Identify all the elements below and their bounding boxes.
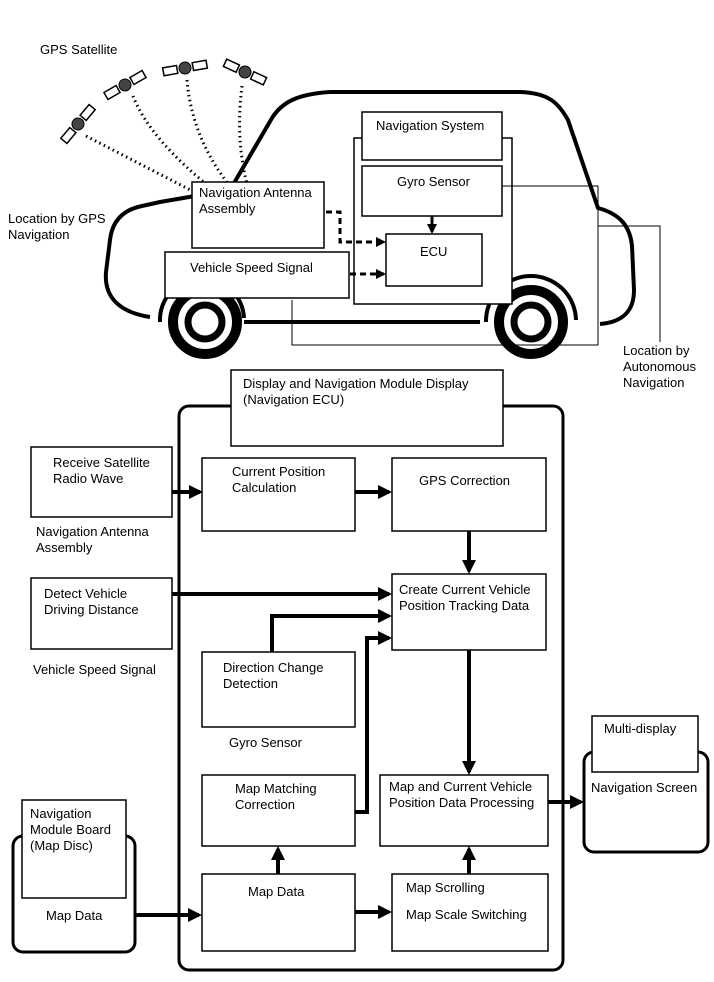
location-gps-label: Location by GPS Navigation bbox=[8, 211, 106, 242]
antenna-caption: Navigation Antenna Assembly bbox=[36, 524, 149, 555]
ecu-label: ECU bbox=[420, 244, 448, 259]
create-tracking-label: Create Current Vehicle Position Tracking… bbox=[399, 582, 531, 613]
navigation-antenna-box bbox=[191, 181, 325, 249]
ecu-box bbox=[385, 233, 483, 287]
gps-correction-label: GPS Correction bbox=[419, 473, 511, 488]
satellite-icon bbox=[59, 103, 97, 145]
map-matching-label: Map Matching Correction bbox=[235, 781, 317, 812]
navigation-screen-label: Navigation Screen bbox=[591, 780, 698, 795]
map-processing-box bbox=[379, 774, 549, 847]
gyro-sensor-box bbox=[361, 165, 503, 217]
map-scale-label: Map Scale Switching bbox=[406, 907, 527, 922]
receive-satellite-label: Receive Satellite Radio Wave bbox=[53, 455, 150, 486]
module-board-box bbox=[21, 799, 127, 899]
gps-correction-box bbox=[391, 457, 547, 532]
map-processing-label: Map and Current Vehicle Position Data Pr… bbox=[389, 779, 535, 810]
vehicle-speed-signal-label: Vehicle Speed Signal bbox=[190, 260, 313, 275]
current-position-box bbox=[201, 457, 356, 532]
map-matching-box bbox=[201, 774, 356, 847]
gyro-sensor-label: Gyro Sensor bbox=[397, 174, 470, 189]
map-scrolling-label: Map Scrolling bbox=[406, 880, 485, 895]
multi-display-box bbox=[591, 715, 699, 773]
detect-distance-box bbox=[30, 577, 173, 650]
flow-arrows bbox=[135, 485, 584, 922]
satellite-icon bbox=[161, 59, 209, 77]
gps-satellite-label: GPS Satellite bbox=[40, 42, 118, 57]
location-autonomous-label: Location by Autonomous Navigation bbox=[623, 343, 696, 390]
direction-change-box bbox=[201, 651, 356, 728]
satellite-icon bbox=[102, 69, 148, 101]
receive-satellite-box bbox=[30, 446, 173, 518]
direction-change-label: Direction Change Detection bbox=[223, 660, 324, 691]
radio-waves bbox=[85, 79, 250, 197]
detect-distance-label: Detect Vehicle Driving Distance bbox=[44, 586, 139, 617]
multi-display-label: Multi-display bbox=[604, 721, 677, 736]
navigation-antenna-label: Navigation Antenna Assembly bbox=[199, 185, 312, 216]
speed-caption: Vehicle Speed Signal bbox=[33, 662, 156, 677]
current-position-label: Current Position Calculation bbox=[232, 464, 326, 495]
navigation-system-title-box bbox=[361, 111, 503, 161]
create-tracking-box bbox=[391, 573, 547, 651]
map-data-label: Map Data bbox=[248, 884, 305, 899]
vehicle-speed-signal-box bbox=[164, 251, 350, 299]
top-connectors bbox=[291, 185, 661, 346]
module-title-label: Display and Navigation Module Display (N… bbox=[243, 376, 469, 407]
vehicle-outline bbox=[103, 90, 636, 326]
map-data-box bbox=[201, 873, 356, 952]
navigation-system-label: Navigation System bbox=[376, 118, 485, 133]
gyro-caption: Gyro Sensor bbox=[229, 735, 302, 750]
module-title-box bbox=[230, 369, 504, 447]
module-board-label: Navigation Module Board (Map Disc) bbox=[30, 806, 111, 853]
satellite-icon bbox=[222, 58, 268, 86]
map-data-disc-label: Map Data bbox=[46, 908, 103, 923]
